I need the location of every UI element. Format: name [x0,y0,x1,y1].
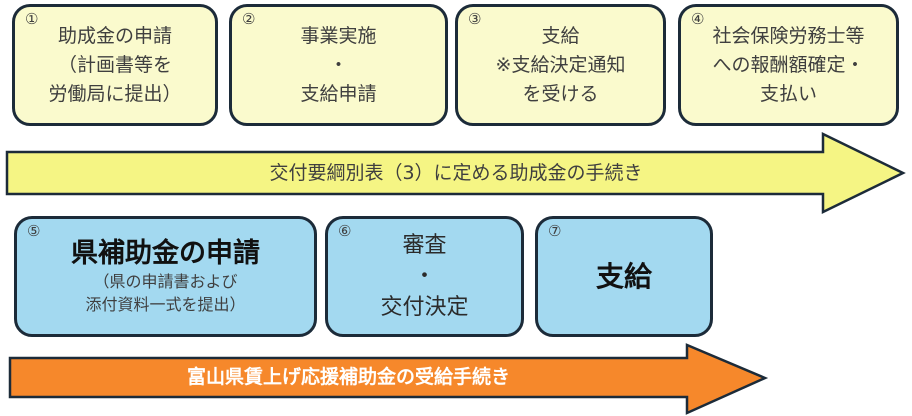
orange-arrow [8,343,769,415]
yellow-arrow [5,132,906,214]
step-5-sub-1: （県の申請書および [93,271,238,291]
step-6-line-3: 交付決定 [380,295,469,320]
step-4-line-1: 社会保険労務士等 [712,24,865,47]
yellow-arrow-shape [5,132,906,214]
step-box-1: ① 助成金の申請 （計画書等を 労働局に提出） [12,4,218,126]
step-box-3: ③ 支給 ※支給決定通知 を受ける [455,4,666,126]
step-box-6: ⑥ 審査 ・ 交付決定 [325,216,524,337]
step-number-3: ③ [468,10,482,28]
step-3-line-3: を受ける [522,82,599,105]
step-6-line-2: ・ [413,264,436,289]
orange-arrow-label: 富山県賃上げ応援補助金の受給手続き [186,366,510,388]
step-4-line-3: 支払い [759,82,817,105]
step-3-line-2: ※支給決定通知 [495,53,626,76]
step-4-line-2: への報酬額確定・ [712,53,865,76]
step-5-sub-2: 添付資料一式を提出） [85,294,246,314]
step-2-line-3: 支給申請 [300,82,377,105]
step-1-line-1: 助成金の申請 [57,24,172,47]
step-1-line-2: （計画書等を [57,53,172,76]
step-6-line-1: 審査 [402,233,447,258]
step-3-line-1: 支給 [541,24,580,47]
orange-arrow-shape [8,343,769,415]
step-number-4: ④ [691,10,705,28]
step-box-5: ⑤ 県補助金の申請 （県の申請書および 添付資料一式を提出） [14,216,317,337]
yellow-arrow-label: 交付要綱別表（3）に定める助成金の手続き [269,162,643,184]
step-5-title: 県補助金の申請 [71,237,260,269]
step-number-2: ② [242,10,256,28]
step-2-line-1: 事業実施 [300,24,377,47]
step-7-title: 支給 [595,259,652,293]
step-1-line-3: 労働局に提出） [48,82,182,105]
step-box-2: ② 事業実施 ・ 支給申請 [229,4,448,126]
step-box-7: ⑦ 支給 [535,216,713,337]
step-number-7: ⑦ [548,222,562,240]
step-box-4: ④ 社会保険労務士等 への報酬額確定・ 支払い [678,4,899,126]
step-2-line-2: ・ [328,53,348,76]
step-number-5: ⑤ [27,222,41,240]
step-number-6: ⑥ [338,222,352,240]
step-number-1: ① [25,10,39,28]
